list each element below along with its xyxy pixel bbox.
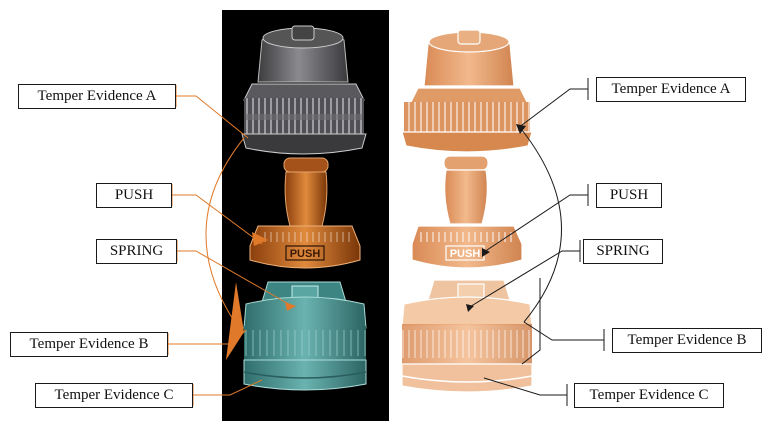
right-temper-a-arrowhead bbox=[516, 124, 526, 134]
left-label-temper-evidence-b: Temper Evidence B bbox=[10, 332, 168, 357]
left-cap-part bbox=[241, 25, 367, 155]
left-push-engraving: PUSH bbox=[290, 248, 321, 260]
left-label-temper-evidence-a: Temper Evidence A bbox=[18, 84, 176, 109]
right-push-part: PUSH bbox=[411, 155, 523, 269]
left-label-temper-evidence-c: Temper Evidence C bbox=[35, 383, 193, 408]
left-label-spring: SPRING bbox=[96, 239, 177, 264]
right-spring-arrowhead bbox=[466, 304, 474, 312]
right-push-engraving: PUSH bbox=[450, 248, 481, 260]
right-label-temper-evidence-b: Temper Evidence B bbox=[612, 328, 762, 353]
left-base-part bbox=[243, 281, 367, 391]
right-label-push: PUSH bbox=[596, 183, 662, 208]
right-leader-lines bbox=[467, 78, 605, 406]
right-cap-part bbox=[401, 29, 533, 153]
left-push-arrowhead bbox=[252, 232, 268, 246]
left-label-push: PUSH bbox=[96, 183, 172, 208]
right-label-spring: SPRING bbox=[583, 239, 663, 264]
left-push-part: PUSH bbox=[249, 157, 361, 269]
left-spring-arrowhead bbox=[226, 282, 244, 360]
right-label-temper-evidence-a: Temper Evidence A bbox=[596, 77, 746, 102]
right-label-temper-evidence-c: Temper Evidence C bbox=[574, 383, 724, 408]
right-push-arrowhead bbox=[482, 248, 490, 257]
left-spring-pointer bbox=[285, 302, 296, 311]
right-base-part bbox=[401, 279, 533, 393]
